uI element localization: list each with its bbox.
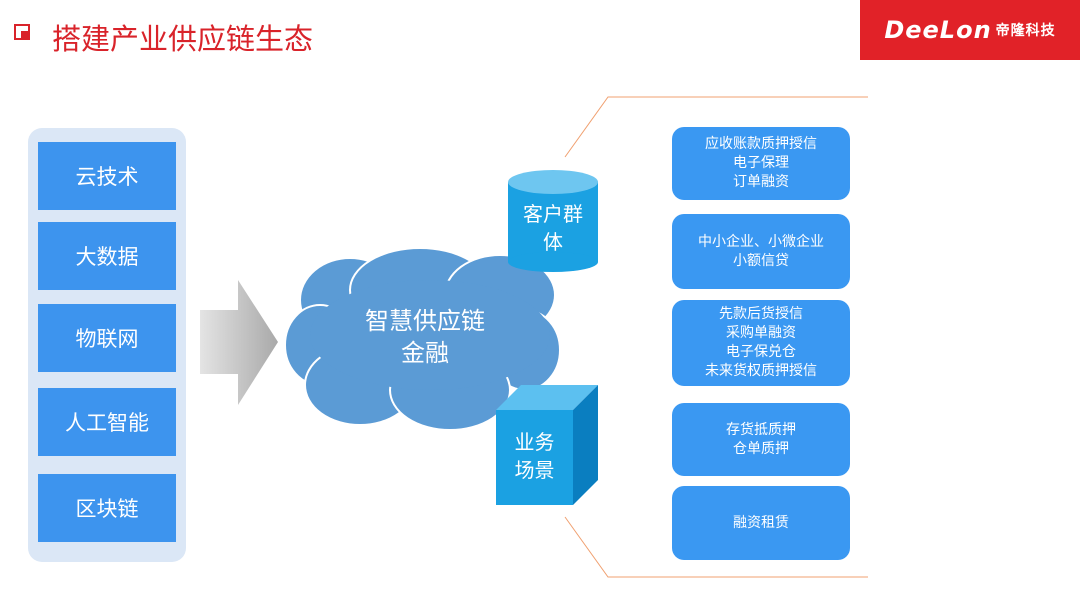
cloud-shape	[284, 247, 561, 431]
logo-text: DeeLon	[884, 16, 992, 44]
center-line: 智慧供应链	[365, 307, 485, 335]
logo-cn: 帝隆科技	[995, 23, 1056, 39]
product-box: 中小企业、小微企业 小额信贷	[672, 214, 850, 289]
product-line: 采购单融资	[726, 325, 796, 341]
tech-item: 大数据	[38, 222, 176, 290]
product-box: 融资租赁	[672, 486, 850, 560]
center-line: 金融	[401, 339, 449, 367]
product-line: 小额信贷	[733, 252, 789, 269]
product-line: 应收账款质押授信	[705, 136, 817, 152]
customer-group-label: 客户群 体	[508, 200, 598, 256]
business-cube	[496, 385, 598, 505]
tech-item: 区块链	[38, 474, 176, 542]
tech-item: 云技术	[38, 142, 176, 210]
page-title: 搭建产业供应链生态	[52, 22, 314, 56]
bracket-bottom	[564, 516, 868, 578]
bracket-top	[564, 96, 868, 158]
customer-cylinder	[508, 170, 598, 272]
product-box: 存货抵质押 仓单质押	[672, 403, 850, 476]
product-line: 先款后货授信	[719, 306, 803, 322]
tech-item: 人工智能	[38, 388, 176, 456]
scene-line: 场景	[514, 458, 555, 482]
arrow-right-icon	[200, 280, 278, 405]
product-box: 应收账款质押授信 电子保理 订单融资	[672, 127, 850, 200]
product-box: 先款后货授信 采购单融资 电子保兑仓 未来货权质押授信	[672, 300, 850, 386]
product-line: 未来货权质押授信	[705, 363, 817, 379]
product-line: 仓单质押	[733, 440, 789, 457]
scene-line: 业务	[514, 430, 555, 454]
customer-line: 客户群	[523, 202, 583, 226]
tech-item: 物联网	[38, 304, 176, 372]
business-scene-label: 业务 场景	[496, 428, 573, 484]
product-line: 融资租赁	[733, 514, 789, 531]
product-line: 电子保兑仓	[726, 344, 796, 360]
center-label: 智慧供应链 金融	[330, 305, 520, 369]
product-line: 电子保理	[733, 155, 789, 171]
customer-line: 体	[543, 230, 563, 254]
product-line: 订单融资	[733, 174, 789, 190]
title-bullet-icon	[14, 24, 30, 40]
product-line: 中小企业、小微企业	[698, 233, 824, 250]
product-line: 存货抵质押	[726, 421, 796, 438]
